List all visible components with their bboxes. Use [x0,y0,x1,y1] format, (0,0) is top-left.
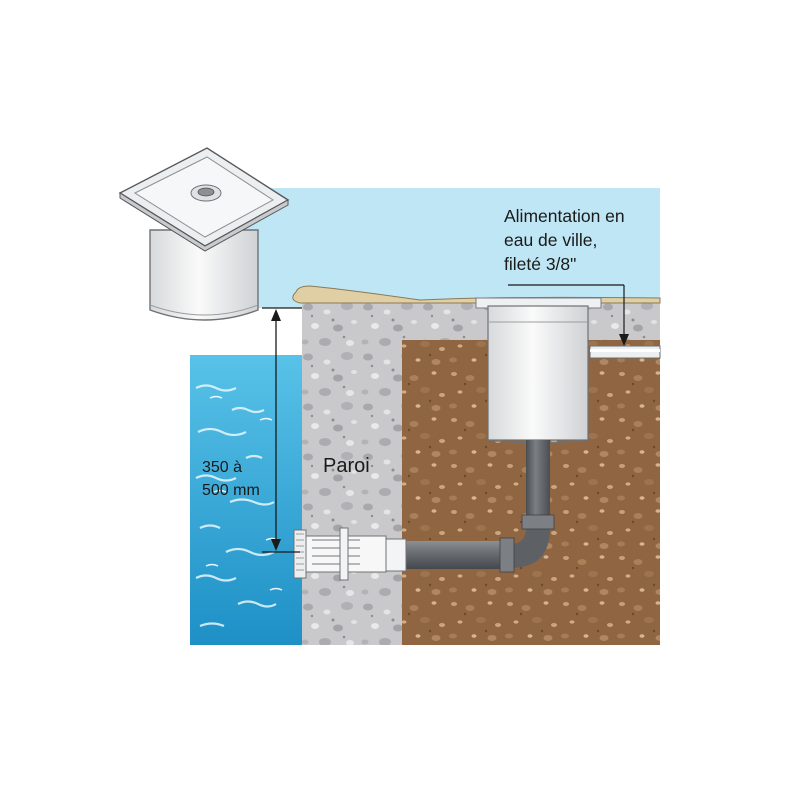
water-supply-pipe [589,345,661,359]
water-feed-label: Alimentation en eau de ville, fileté 3/8… [504,204,674,276]
height-range-line-1: 350 à [202,459,243,476]
water-feed-line-1: Alimentation en [504,206,625,226]
wall-label: Paroi [323,455,370,477]
skimmer-installed [475,297,602,444]
height-range-label: 350 à 500 mm [202,456,260,502]
water-feed-line-3: fileté 3/8" [504,254,577,274]
supply-leader-line [508,284,629,346]
height-dimension-arrow [262,307,302,553]
wall-pass-fitting [293,527,407,581]
suction-pipe [404,440,555,573]
water-feed-line-2: eau de ville, [504,230,598,250]
skimmer-product-illustration [118,147,290,321]
pool-water [190,355,302,645]
height-range-line-2: 500 mm [202,482,260,499]
